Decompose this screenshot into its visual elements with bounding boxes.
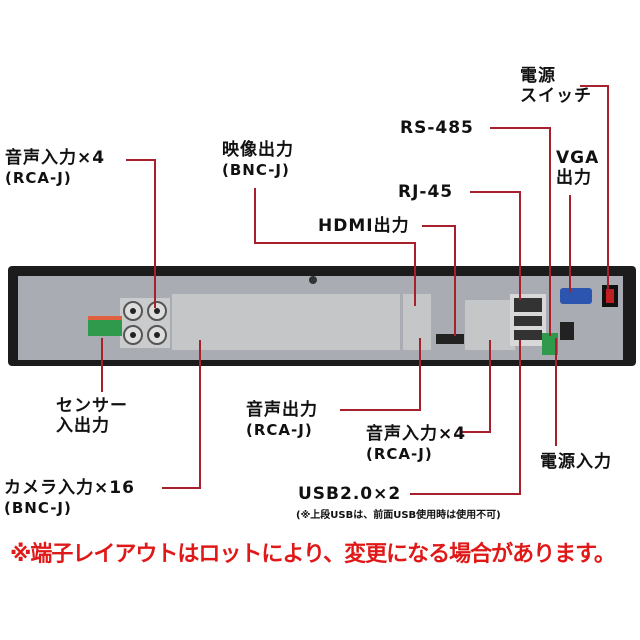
label-line: 入出力: [56, 416, 110, 436]
power-in-jack: [560, 322, 574, 340]
label-rj45: RJ-45: [398, 182, 454, 202]
label-line: 音声出力: [246, 400, 318, 420]
label-rs485: RS-485: [400, 118, 474, 138]
line-video-out: [254, 188, 416, 306]
label-line: (RCA-J): [246, 421, 313, 439]
label-sensor: センサー入出力: [56, 396, 128, 436]
usb-port: [514, 316, 542, 326]
line-audio-in-right: [462, 340, 491, 433]
line-rs485: [490, 127, 551, 336]
label-line: (RCA-J): [366, 445, 433, 463]
line-usb: [410, 340, 521, 495]
label-line: スイッチ: [520, 86, 592, 106]
label-line: 出力: [556, 168, 592, 188]
rs485-terminal: [542, 333, 558, 355]
video-out-block: [403, 294, 431, 350]
usb-port: [514, 330, 542, 340]
label-line: 音声入力×4: [5, 148, 106, 168]
label-line: 電源: [520, 66, 556, 86]
screw: [309, 276, 317, 284]
label-line: 音声入力×4: [366, 424, 467, 444]
label-audio-in-right: 音声入力×4(RCA-J): [366, 424, 466, 464]
rj45-port: [514, 298, 542, 312]
label-line: 映像出力: [222, 140, 294, 160]
label-line: カメラ入力×16: [4, 478, 135, 498]
label-audio-out: 音声出力(RCA-J): [246, 400, 318, 440]
camera-in-block: [172, 294, 400, 350]
line-audio-out: [340, 338, 421, 411]
leader-lines: [101, 85, 609, 495]
layout-warning: ※端子レイアウトはロットにより、変更になる場合があります。: [10, 542, 616, 567]
line-power-switch: [580, 85, 609, 292]
line-hdmi: [422, 225, 456, 336]
label-line: (RCA-J): [5, 169, 72, 187]
label-power-switch: 電源スイッチ: [520, 66, 592, 106]
line-camera-in: [162, 340, 201, 489]
label-video-out: 映像出力(BNC-J): [222, 140, 294, 180]
line-rj45: [470, 191, 521, 300]
line-audio-in-left: [126, 159, 156, 308]
label-line: VGA: [556, 148, 600, 168]
usb-note: (※上段USBは、前面USB使用時は使用不可): [296, 510, 501, 521]
label-line: センサー: [56, 396, 128, 416]
label-line: (BNC-J): [222, 161, 290, 179]
label-hdmi: HDMI出力: [318, 216, 410, 236]
sensor-terminal: [88, 318, 122, 336]
label-power-in: 電源入力: [540, 452, 612, 472]
hdmi-port: [436, 334, 464, 344]
label-camera-in: カメラ入力×16(BNC-J): [4, 478, 135, 518]
label-line: (BNC-J): [4, 499, 72, 517]
label-audio-in-left: 音声入力×4(RCA-J): [5, 148, 105, 188]
label-usb: USB2.0×2: [298, 484, 402, 504]
vga-port: [560, 288, 592, 304]
